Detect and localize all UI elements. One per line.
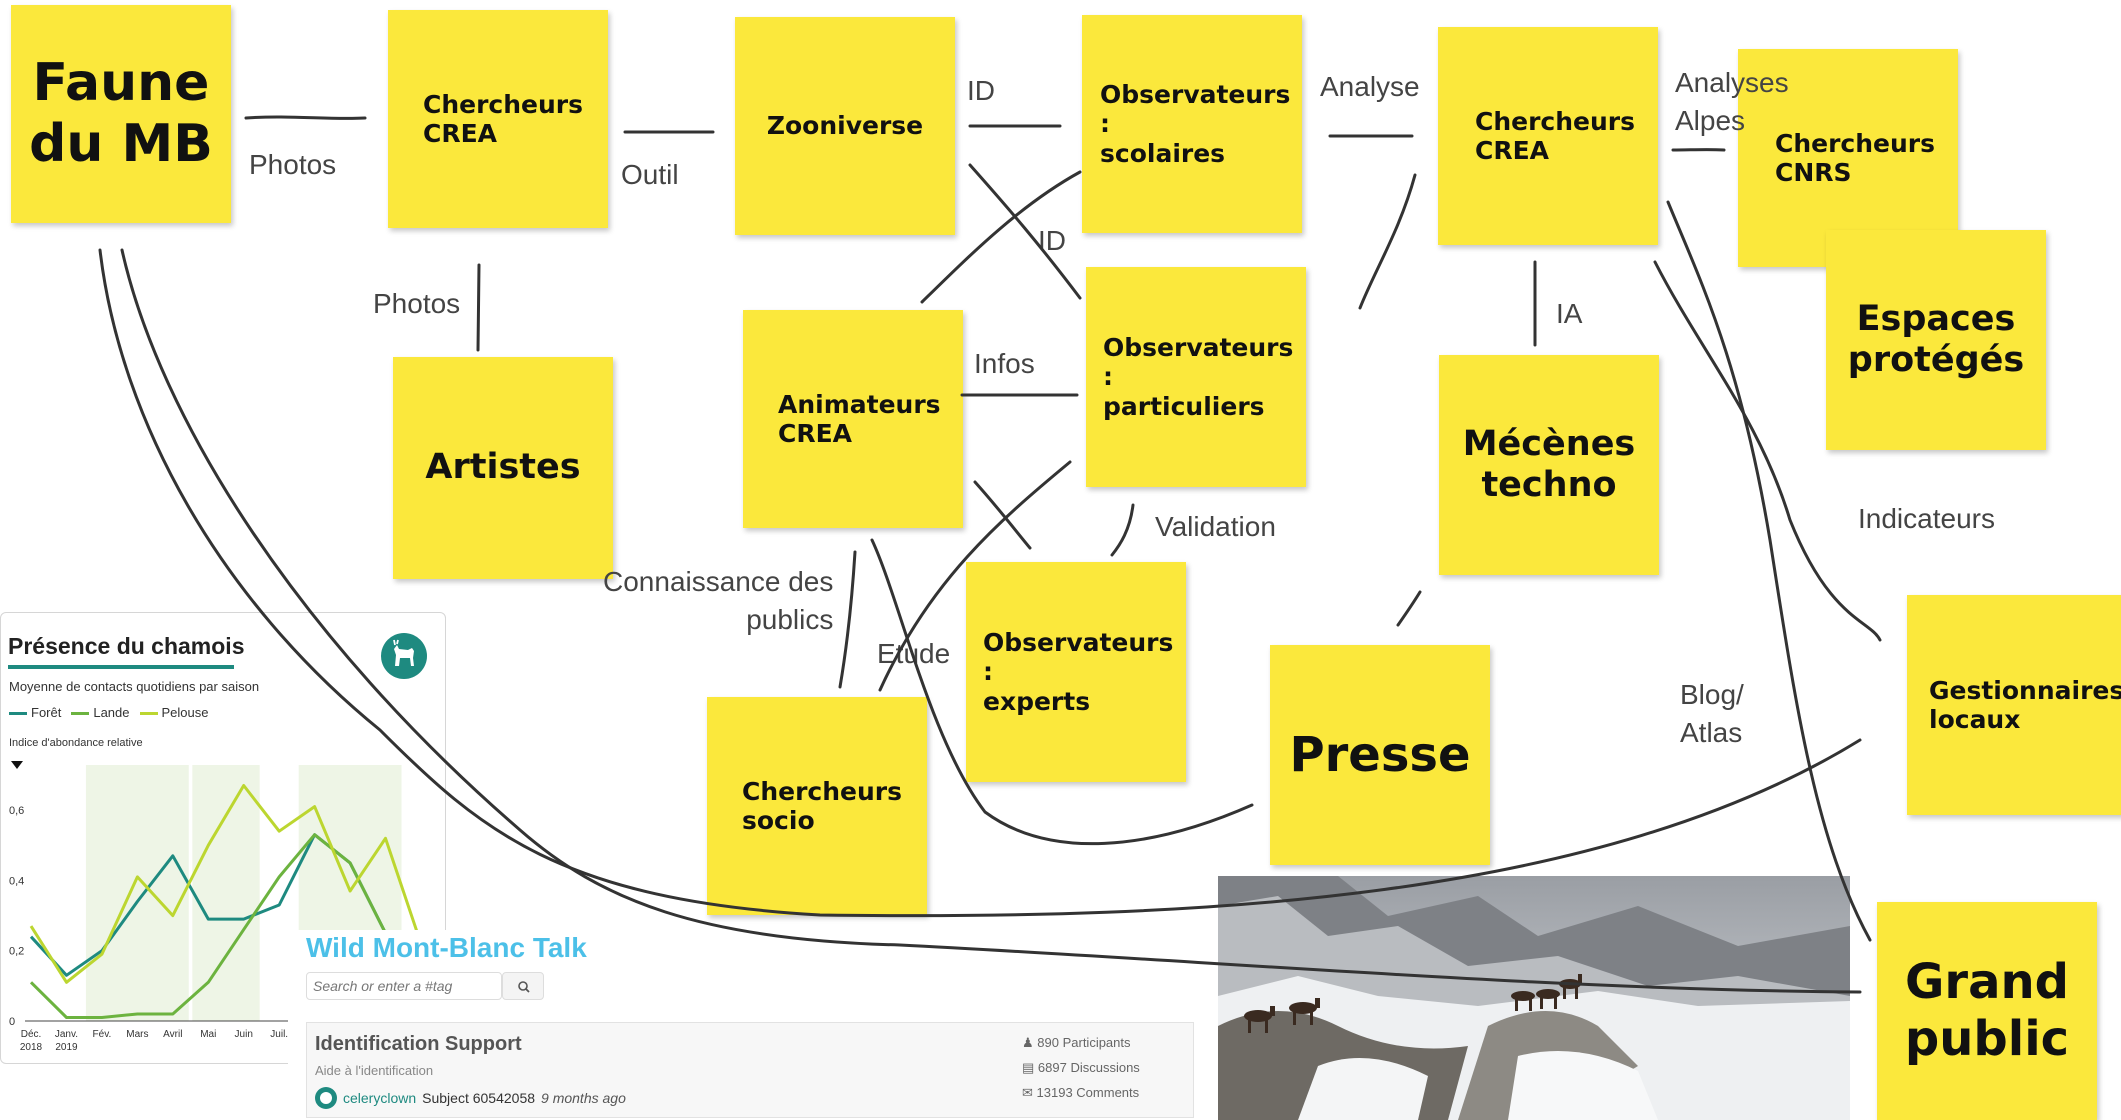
note-text: Chercheurs CNRS xyxy=(1775,128,1936,188)
stat-text: 890 Participants xyxy=(1037,1035,1131,1050)
x-tick-label: Janv. xyxy=(55,1029,78,1040)
note-text: Gestionnaires locaux xyxy=(1929,675,2121,735)
talk-title[interactable]: Wild Mont-Blanc Talk xyxy=(306,932,587,963)
note-text: Zooniverse xyxy=(766,111,924,141)
note-text: Mécènes techno xyxy=(1462,423,1636,505)
edge-label-etude: Etude xyxy=(877,638,951,669)
list-icon: ▤ xyxy=(1022,1060,1035,1075)
legend-label: Forêt xyxy=(31,705,62,720)
edge-animateurs-socio xyxy=(838,550,857,689)
note-text: Grand public xyxy=(1904,954,2070,1067)
note-text: Faune du MB xyxy=(29,52,213,174)
edge-label-photos-2: Photos xyxy=(373,288,461,319)
edge-label-validation: Validation xyxy=(1155,511,1276,542)
username-link[interactable]: celeryclown xyxy=(343,1090,417,1106)
subject-link[interactable]: Subject 60542058 xyxy=(422,1090,536,1106)
edge-label-analyses-alpes: Analyses Alpes xyxy=(1675,67,1789,136)
note-text: Presse xyxy=(1289,726,1471,783)
note-text: Espaces protégés xyxy=(1847,298,2025,380)
note-presse[interactable]: Presse xyxy=(1270,645,1490,865)
x-tick-label: Mai xyxy=(200,1029,216,1040)
note-grand-public[interactable]: Grand public xyxy=(1877,902,2097,1120)
note-observateurs-experts[interactable]: Observateurs : experts xyxy=(966,562,1186,782)
stat-text: 13193 Comments xyxy=(1036,1085,1140,1100)
note-animateurs-crea[interactable]: Animateurs CREA xyxy=(743,310,963,528)
edge-particuliers-crea2 xyxy=(1358,173,1417,310)
note-text: Chercheurs socio xyxy=(742,776,903,836)
board-description: Aide à l'identification xyxy=(315,1063,434,1078)
season-band-1 xyxy=(192,765,260,1021)
avatar[interactable] xyxy=(315,1087,337,1109)
note-text: Chercheurs CREA xyxy=(423,89,584,149)
x-tick-label: Mars xyxy=(126,1029,148,1040)
legend-key-foret xyxy=(9,712,27,716)
x-tick-label: Fév. xyxy=(93,1029,112,1040)
edge-label-id: ID xyxy=(967,75,995,106)
talk-card: Wild Mont-Blanc Talk Search or enter a #… xyxy=(288,930,1198,1120)
edge-crea-artistes xyxy=(476,263,481,352)
post-time: 9 months ago xyxy=(541,1090,626,1106)
edge-label-connaissance-des-publics: Connaissance des publics xyxy=(603,566,834,635)
legend-item-foret: Forêt xyxy=(9,705,61,720)
discussions-count: ▤ 6897 Discussions xyxy=(1022,1060,1140,1076)
note-zooniverse[interactable]: Zooniverse xyxy=(735,17,955,235)
edge-label-indicateurs: Indicateurs xyxy=(1858,503,1995,534)
edge-label-photos: Photos xyxy=(249,149,337,180)
search-icon xyxy=(518,981,530,993)
note-text: Artistes xyxy=(425,447,581,488)
participants-count: ♟ 890 Participants xyxy=(1022,1035,1131,1051)
y-tick-label: 0,2 xyxy=(9,946,24,958)
x-tick-label: 2018 xyxy=(20,1042,43,1053)
note-gestionnaires-locaux[interactable]: Gestionnaires locaux xyxy=(1907,595,2121,815)
legend-key-lande xyxy=(71,712,90,716)
edge-label-blog-atlas: Blog/ Atlas xyxy=(1680,679,1744,748)
edge-label-id-2: ID xyxy=(1038,225,1066,256)
note-text: Animateurs CREA xyxy=(778,389,941,449)
edge-faune-crea xyxy=(244,115,367,120)
y-tick-label: 0,6 xyxy=(9,805,24,817)
x-tick-label: Juil. xyxy=(270,1029,288,1040)
x-tick-label: 2019 xyxy=(55,1042,78,1053)
edge-animateurs-experts xyxy=(973,480,1032,550)
note-text: Observateurs : experts xyxy=(983,627,1174,716)
comment-icon: ✉ xyxy=(1022,1085,1033,1100)
note-mecenes-techno[interactable]: Mécènes techno xyxy=(1439,355,1659,575)
note-faune-du-mb[interactable]: Faune du MB xyxy=(11,5,231,223)
y-tick-label: 0 xyxy=(9,1016,15,1028)
edge-label-infos: Infos xyxy=(974,348,1035,379)
user-icon: ♟ xyxy=(1022,1035,1034,1050)
edge-mecenes-presse xyxy=(1396,590,1422,627)
note-text: Chercheurs CREA xyxy=(1475,106,1636,166)
edge-particuliers-experts xyxy=(1110,503,1135,557)
chamois-photo-image xyxy=(1218,876,1850,1120)
talk-search-input[interactable]: Search or enter a #tag xyxy=(306,972,502,1000)
note-text: Observateurs : scolaires xyxy=(1100,79,1291,168)
note-artistes[interactable]: Artistes xyxy=(393,357,613,579)
season-band-0 xyxy=(85,765,189,1021)
comments-count: ✉ 13193 Comments xyxy=(1022,1085,1139,1101)
note-text: Observateurs : particuliers xyxy=(1103,332,1294,421)
talk-search-button[interactable] xyxy=(502,972,544,1000)
axis-marker-icon xyxy=(11,761,23,769)
note-espaces-proteges[interactable]: Espaces protégés xyxy=(1826,230,2046,450)
board-title[interactable]: Identification Support xyxy=(315,1033,522,1055)
x-tick-label: Avril xyxy=(163,1029,182,1040)
talk-board-identification[interactable]: Identification Support Aide à l'identifi… xyxy=(306,1022,1194,1118)
note-chercheurs-crea-2[interactable]: Chercheurs CREA xyxy=(1438,27,1658,245)
edge-label-analyse: Analyse xyxy=(1320,71,1420,102)
note-observateurs-particuliers[interactable]: Observateurs : particuliers xyxy=(1086,267,1306,487)
note-observateurs-scolaires[interactable]: Observateurs : scolaires xyxy=(1082,15,1302,233)
x-tick-label: Juin xyxy=(235,1029,253,1040)
chamois-photo xyxy=(1218,876,1850,1120)
edge-label-ia: IA xyxy=(1556,298,1583,329)
note-chercheurs-crea-1[interactable]: Chercheurs CREA xyxy=(388,10,608,228)
board-last-post: celeryclown Subject 60542058 9 months ag… xyxy=(315,1087,626,1109)
edge-label-outil: Outil xyxy=(621,159,679,190)
x-tick-label: Déc. xyxy=(21,1029,42,1040)
y-tick-label: 0,4 xyxy=(9,875,24,887)
stat-text: 6897 Discussions xyxy=(1037,1060,1140,1075)
note-chercheurs-socio[interactable]: Chercheurs socio xyxy=(707,697,927,915)
